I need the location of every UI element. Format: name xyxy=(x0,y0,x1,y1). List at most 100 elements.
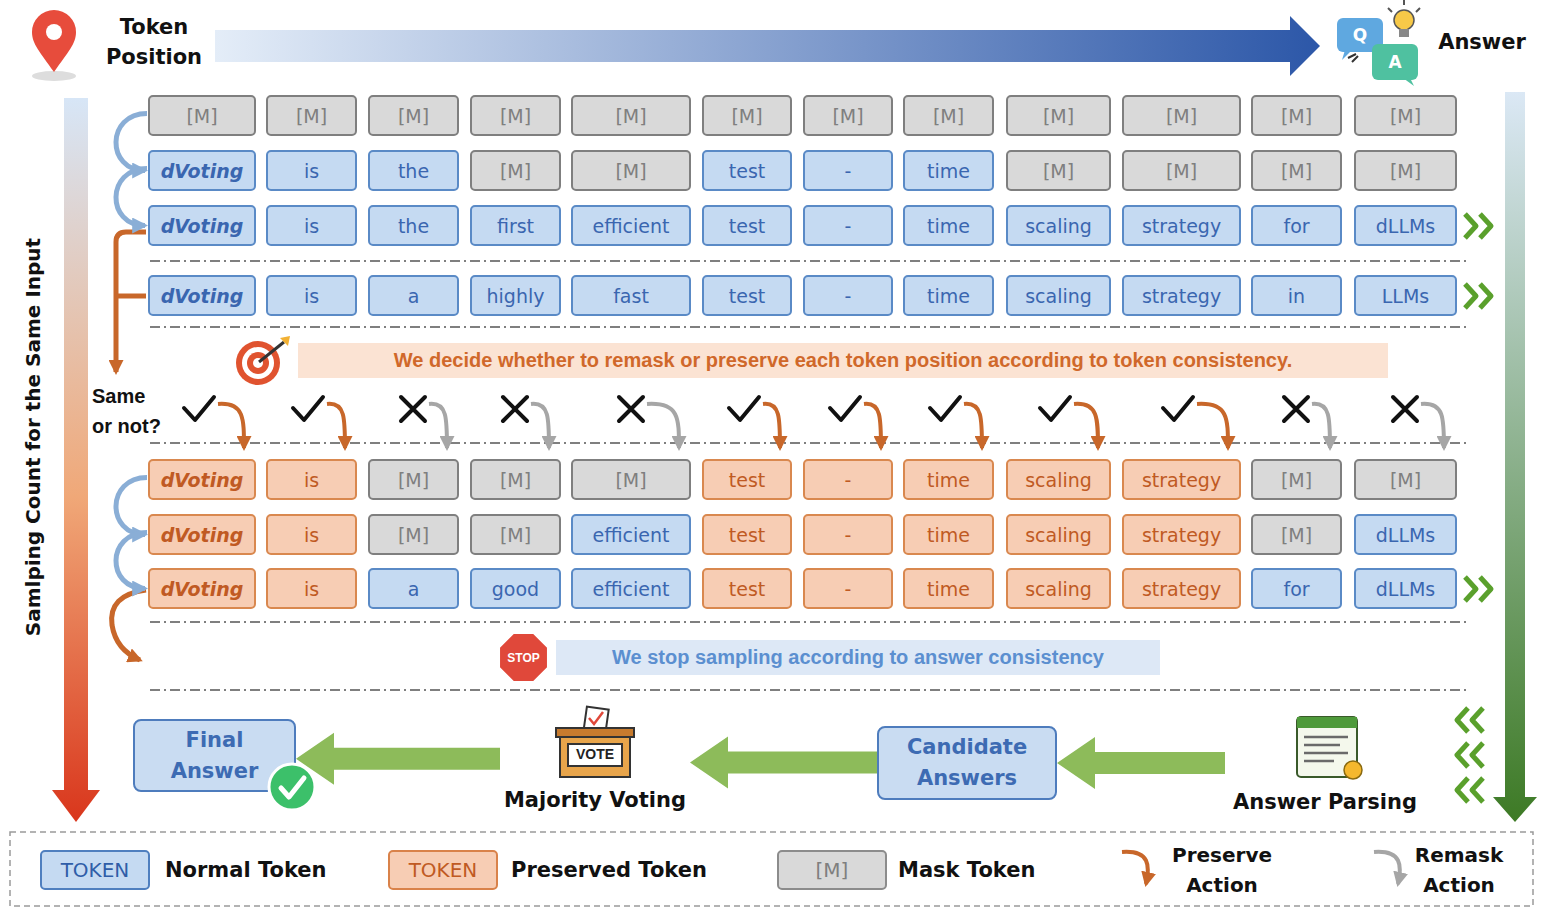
check-mark xyxy=(184,397,214,420)
answer-arrow xyxy=(1493,92,1537,822)
legend-swatch: TOKEN xyxy=(40,850,150,890)
node-text: dVoting xyxy=(161,285,244,307)
dart xyxy=(259,342,284,362)
node-text: strategy xyxy=(1142,215,1221,237)
token-box: scaling xyxy=(1006,275,1111,316)
node-text: fast xyxy=(613,285,649,307)
node-text: We decide whether to remask or preserve … xyxy=(394,349,1292,372)
token-box: a xyxy=(368,568,459,609)
node-text: for xyxy=(1283,215,1309,237)
node-text: VOTE xyxy=(500,744,690,764)
preserved-token: time xyxy=(903,459,994,500)
swatch-text: TOKEN xyxy=(409,858,478,882)
consistency-marks xyxy=(184,397,1417,421)
mask-token: [M] xyxy=(148,95,256,136)
preserved-token: strategy xyxy=(1122,459,1241,500)
preserve-arrow xyxy=(1074,404,1098,448)
mask-token: [M] xyxy=(803,95,893,136)
preserved-token: - xyxy=(803,459,893,500)
chevron xyxy=(1457,778,1468,802)
node-text: scaling xyxy=(1025,285,1092,307)
node-text: a xyxy=(408,578,420,600)
node-text: [M] xyxy=(615,105,646,127)
mask-token: [M] xyxy=(368,514,459,555)
node-text: strategy xyxy=(1142,285,1221,307)
node-text: dVoting xyxy=(161,524,244,546)
legend-swatch: TOKEN xyxy=(388,850,498,890)
remask-arrow xyxy=(531,404,549,448)
preserved-token: dVoting xyxy=(148,459,256,500)
separator-line xyxy=(150,442,1470,444)
chevron xyxy=(1465,577,1476,601)
remask-legend-arrow xyxy=(1374,852,1400,884)
node-text: time xyxy=(927,215,970,237)
swatch-text: TOKEN xyxy=(61,858,130,882)
node-text: [M] xyxy=(1043,105,1074,127)
node-text: [M] xyxy=(933,105,964,127)
preserved-token: is xyxy=(266,568,357,609)
flow-arrow xyxy=(296,733,500,785)
node-text: [M] xyxy=(1281,160,1312,182)
preserved-token: - xyxy=(803,514,893,555)
node-text: the xyxy=(398,215,429,237)
check-mark xyxy=(1040,397,1070,420)
node-text: efficient xyxy=(593,578,670,600)
node-text: test xyxy=(729,578,766,600)
node-text: scaling xyxy=(1025,578,1092,600)
token-box: a xyxy=(368,275,459,316)
node-text: [M] xyxy=(832,105,863,127)
node-text: [M] xyxy=(500,105,531,127)
node-text: dVoting xyxy=(161,469,244,491)
flow-arrow xyxy=(690,737,877,789)
pin-dot xyxy=(46,24,62,40)
node-text: [M] xyxy=(500,160,531,182)
remask-arrow xyxy=(429,404,447,448)
separator-line xyxy=(150,326,1470,328)
node-text: efficient xyxy=(593,215,670,237)
preserve-legend-arrow xyxy=(1122,852,1148,884)
token-box: - xyxy=(803,275,893,316)
preserved-token: scaling xyxy=(1006,568,1111,609)
node-text: dVoting xyxy=(161,215,244,237)
parsing-icon-node: Answer Parsing xyxy=(1225,708,1425,818)
node-text: Candidate Answers xyxy=(901,732,1033,794)
token-box: test xyxy=(702,275,792,316)
mask-token: [M] xyxy=(1006,150,1111,191)
separators xyxy=(150,261,1470,690)
node-text: LLMs xyxy=(1382,285,1429,307)
node-text: scaling xyxy=(1025,215,1092,237)
legend-text: Remask Action xyxy=(1410,840,1508,900)
lightbulb-base xyxy=(1399,29,1409,37)
mask-token: [M] xyxy=(571,95,691,136)
token-box: time xyxy=(903,205,994,246)
legend-frame xyxy=(10,832,1533,906)
node-text: Answer Parsing xyxy=(1225,788,1425,816)
separator-line xyxy=(150,621,1470,623)
token-box: good xyxy=(470,568,561,609)
token-box: dLLMs xyxy=(1354,514,1457,555)
mask-token: [M] xyxy=(1122,95,1241,136)
answer-box: Final Answer xyxy=(133,719,296,792)
preserved-token: dVoting xyxy=(148,514,256,555)
cross-mark xyxy=(1284,397,1308,421)
mask-token: [M] xyxy=(1354,459,1457,500)
action-arrows xyxy=(218,404,1444,448)
node-text: [M] xyxy=(398,469,429,491)
legend-swatch: [M] xyxy=(777,850,887,890)
mask-token: [M] xyxy=(470,459,561,500)
node-text: - xyxy=(845,285,852,307)
node-text: test xyxy=(729,160,766,182)
node-text: [M] xyxy=(398,524,429,546)
chevron xyxy=(1472,743,1483,767)
mask-token: [M] xyxy=(470,95,561,136)
target-icon xyxy=(236,341,280,385)
token-box: time xyxy=(903,150,994,191)
mask-token: [M] xyxy=(1251,150,1342,191)
node-text: first xyxy=(497,215,534,237)
ballot-check xyxy=(589,712,603,724)
node-text: dVoting xyxy=(161,578,244,600)
legend-text: Preserve Action xyxy=(1162,840,1282,900)
node-text: test xyxy=(729,215,766,237)
node-text: time xyxy=(927,578,970,600)
